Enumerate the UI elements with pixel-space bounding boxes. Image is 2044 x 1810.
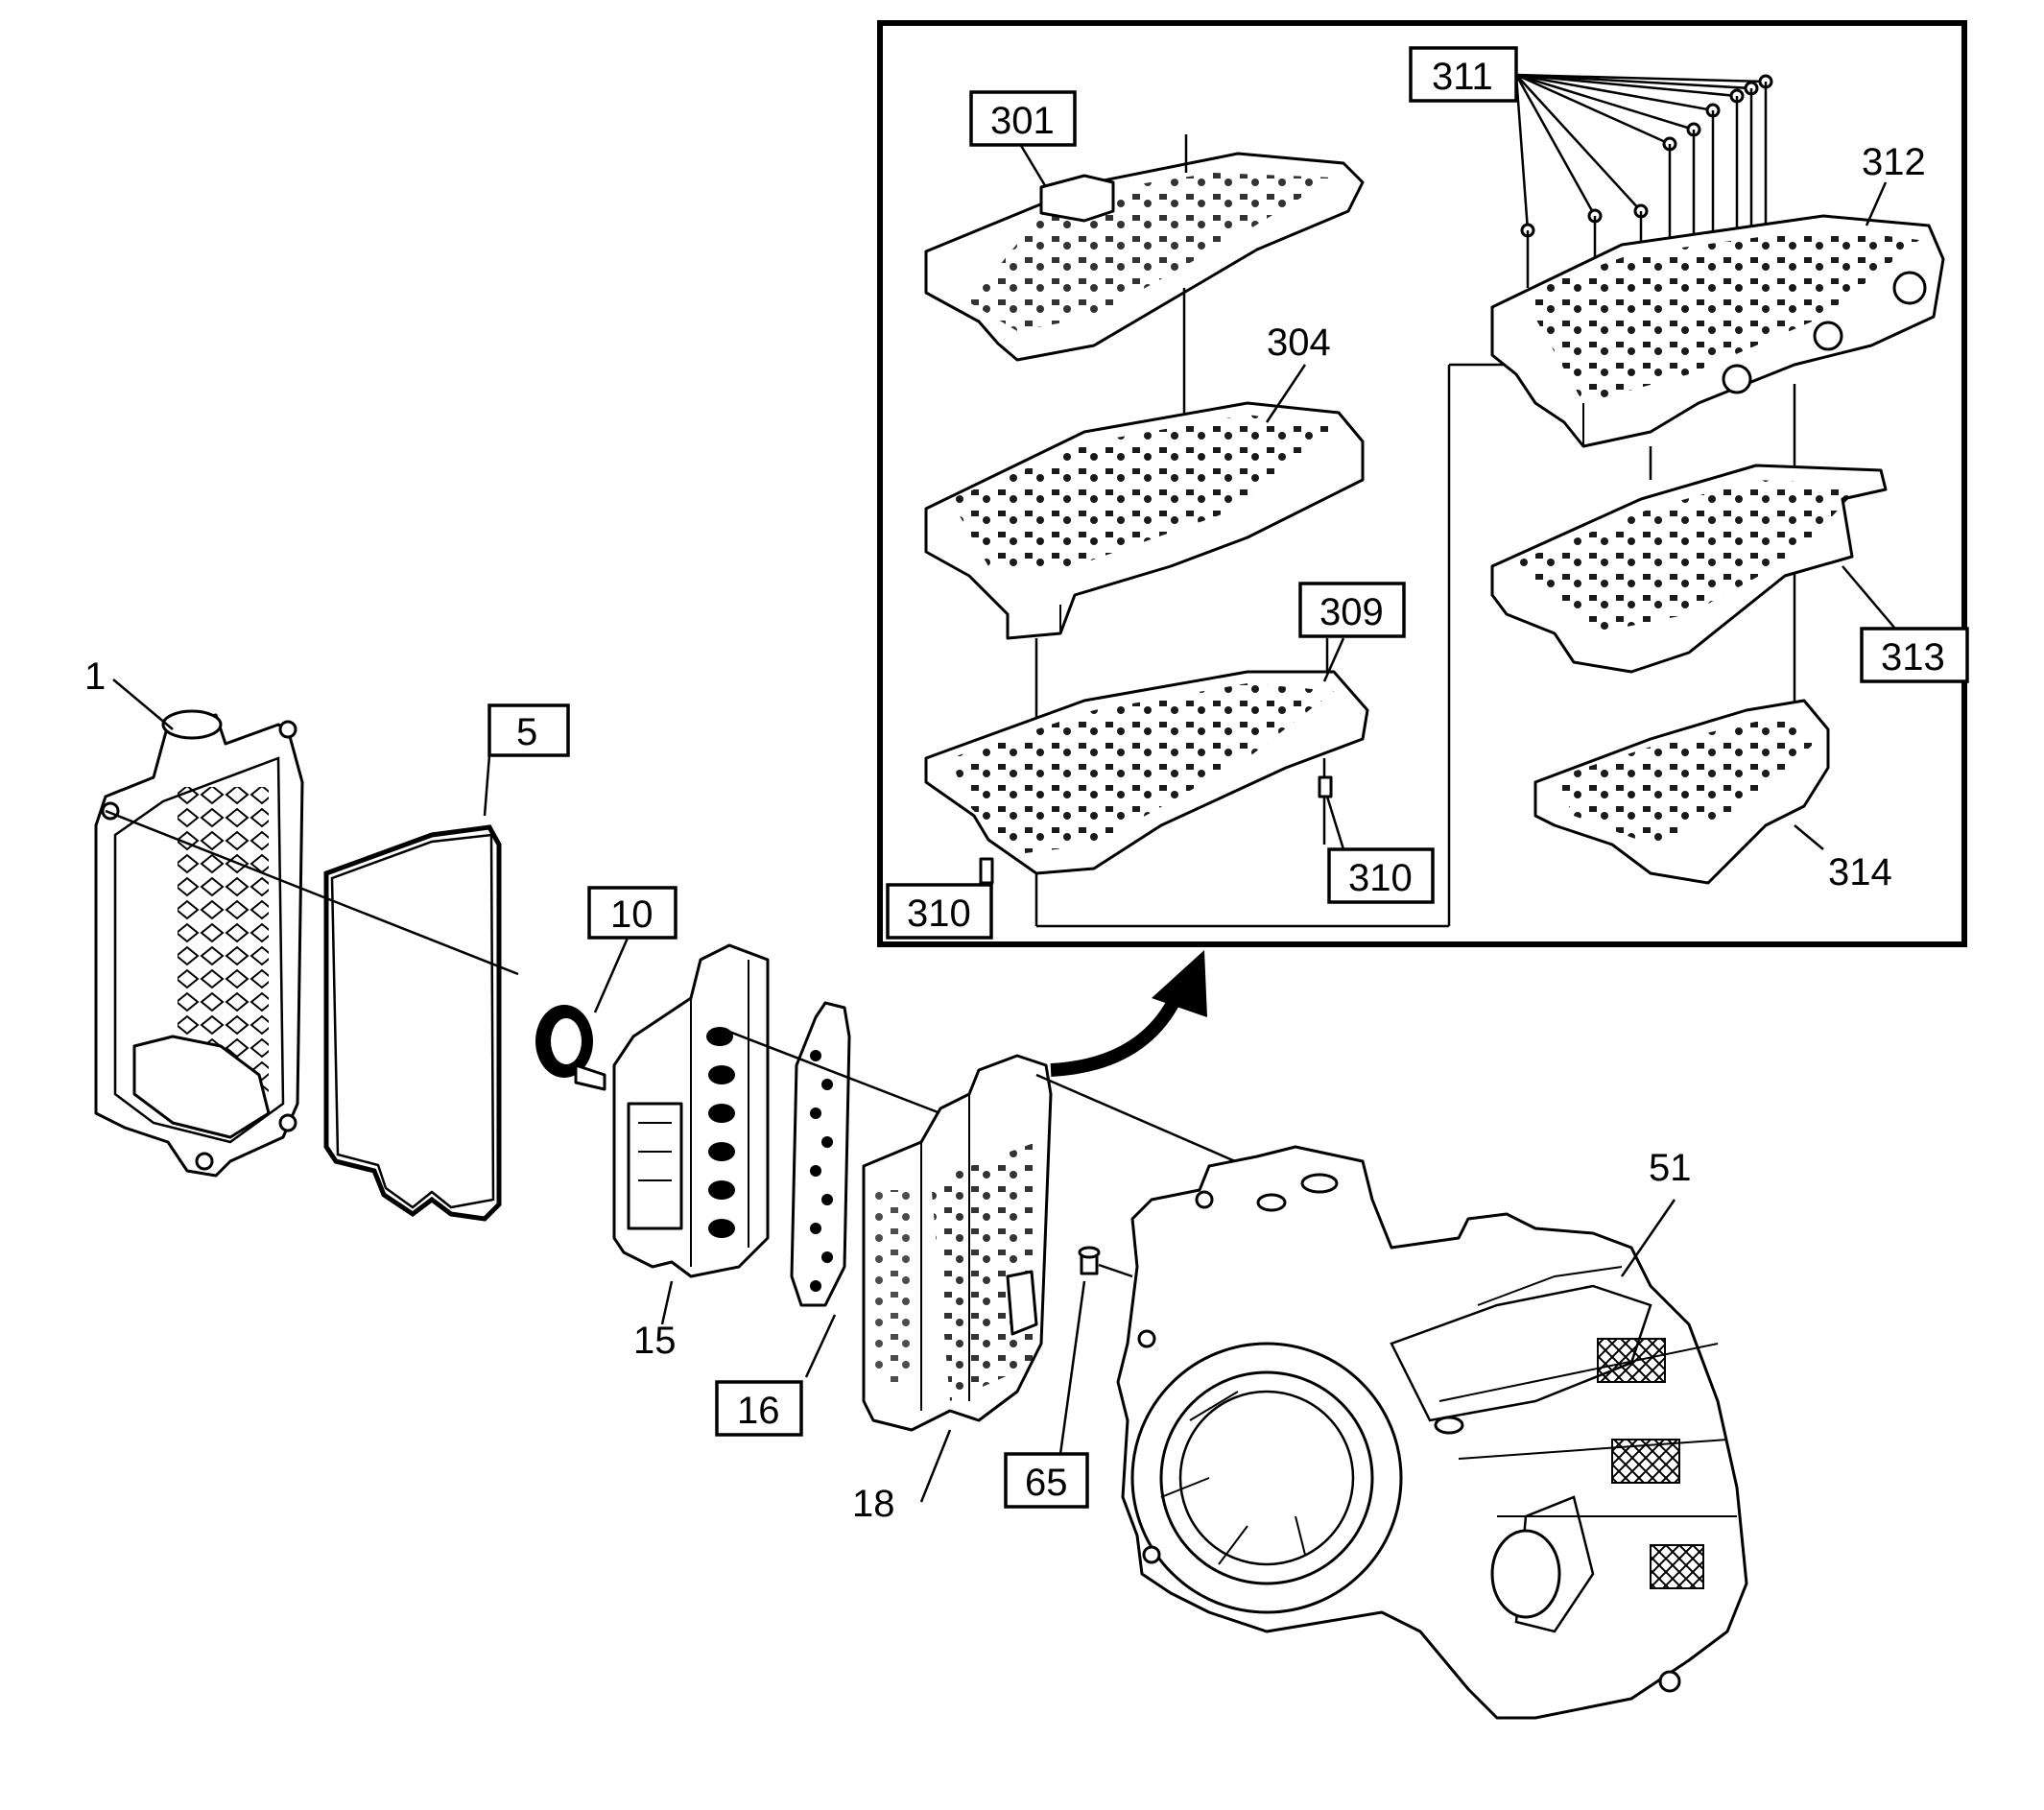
- label-1: 1: [84, 655, 106, 698]
- label-51: 51: [1649, 1147, 1692, 1189]
- label-310b-box: 310: [1327, 847, 1435, 904]
- label-310a-box: 310: [886, 883, 993, 940]
- part-312-upper-valve-body: [1490, 214, 1945, 448]
- part-15-control-solenoid-body: [612, 943, 770, 1278]
- part-5-gasket: [323, 824, 502, 1222]
- part-51-transmission-case: [1116, 1145, 1748, 1720]
- label-5: 5: [516, 711, 537, 753]
- label-309: 309: [1319, 591, 1384, 633]
- leader-311: [1514, 73, 1773, 355]
- label-311-box: 311: [1409, 46, 1518, 103]
- label-301-box: 301: [969, 90, 1077, 147]
- label-10-box: 10: [587, 886, 677, 940]
- part-65-bolt: [1078, 1246, 1133, 1278]
- part-301-gasket-plate: [924, 152, 1365, 362]
- label-65: 65: [1025, 1462, 1068, 1504]
- label-5-box: 5: [487, 703, 570, 757]
- part-10-seal: [535, 1005, 606, 1091]
- label-310b: 310: [1348, 857, 1413, 899]
- label-15: 15: [633, 1320, 677, 1362]
- label-311: 311: [1432, 56, 1493, 98]
- label-312: 312: [1862, 141, 1926, 183]
- label-310a: 310: [907, 893, 971, 935]
- label-313-box: 313: [1860, 627, 1969, 683]
- part-1-valve-body-cover: [94, 709, 304, 1178]
- label-10: 10: [610, 893, 654, 936]
- part-18-valve-body-assembly: [862, 1054, 1053, 1432]
- label-18: 18: [852, 1483, 895, 1525]
- part-313-spacer-plate: [1490, 464, 1888, 674]
- part-314-lower-valve-body: [1533, 699, 1830, 885]
- label-16: 16: [737, 1390, 780, 1432]
- part-309-spacer-plate: [924, 670, 1369, 875]
- label-304: 304: [1267, 322, 1331, 364]
- label-301: 301: [990, 100, 1055, 142]
- callout-arrow: [1050, 950, 1207, 1077]
- label-314: 314: [1828, 851, 1892, 893]
- label-16-box: 16: [715, 1380, 803, 1437]
- label-65-box: 65: [1004, 1452, 1089, 1509]
- label-309-box: 309: [1298, 582, 1406, 638]
- part-16-spacer-plate: [790, 1001, 851, 1307]
- label-313: 313: [1881, 636, 1945, 679]
